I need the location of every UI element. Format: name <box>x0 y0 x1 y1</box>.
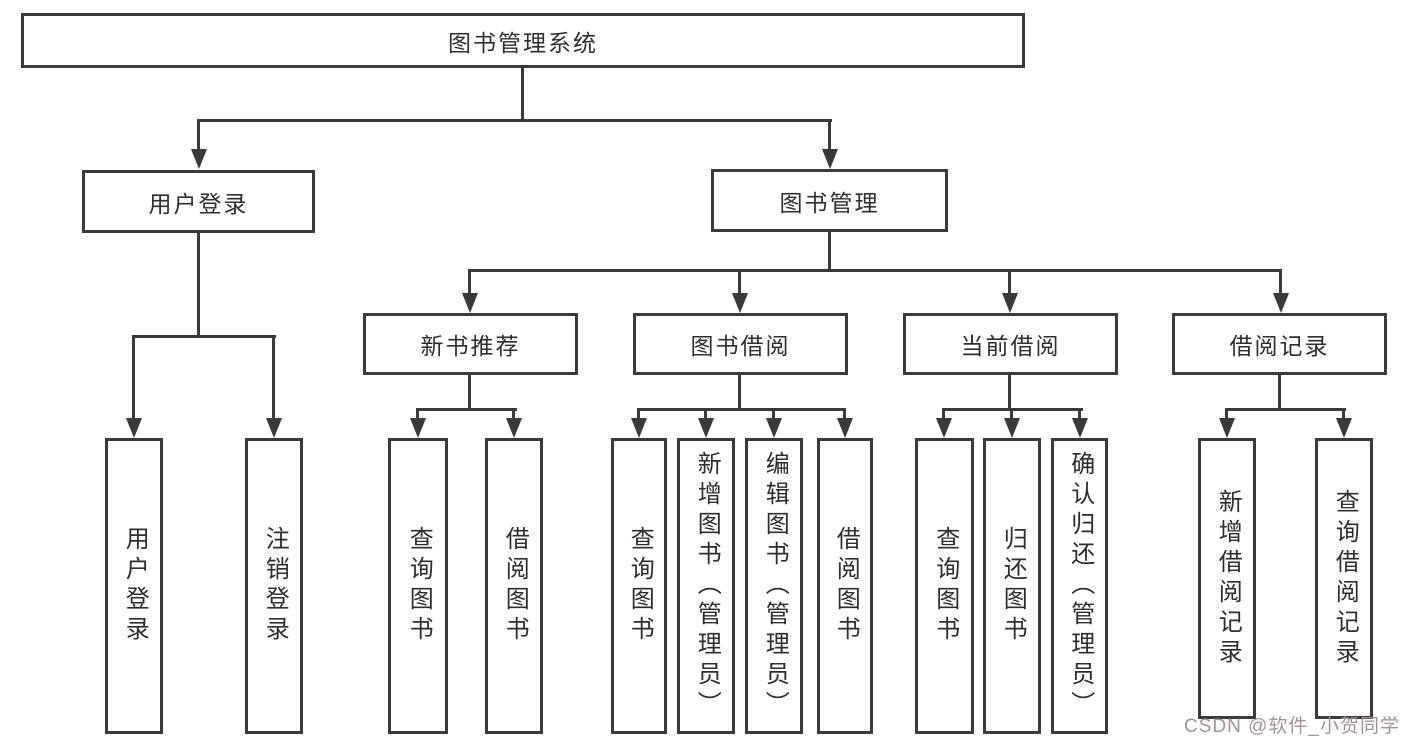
node-label: 新增借阅记录 <box>1214 488 1242 669</box>
leaf-add-borrow-record: 新增借阅记录 <box>1198 438 1256 719</box>
node-label: 注销登录 <box>261 526 289 646</box>
leaf-logout: 注销登录 <box>245 438 303 734</box>
connector-line <box>132 335 276 338</box>
connector-line <box>637 408 846 411</box>
leaf-borrow-books-recommend: 借阅图书 <box>485 438 543 734</box>
connector-line <box>942 408 945 422</box>
node-label: 用户登录 <box>148 190 249 217</box>
connector-line <box>704 408 707 422</box>
connector-line <box>416 408 419 422</box>
node-label: 图书管理系统 <box>448 29 598 56</box>
connector-line <box>468 375 471 411</box>
connector-arrowhead <box>191 149 207 169</box>
connector-line <box>1279 269 1282 295</box>
connector-line <box>1278 375 1281 411</box>
connector-line <box>1225 408 1346 411</box>
node-label: 查询图书 <box>405 526 433 646</box>
connector-arrowhead <box>126 418 142 438</box>
node-current-borrowing: 当前借阅 <box>903 313 1118 375</box>
connector-arrowhead <box>732 293 748 313</box>
connector-arrowhead <box>1219 418 1235 438</box>
connector-line <box>197 119 832 122</box>
connector-arrowhead <box>822 149 838 169</box>
connector-line <box>521 68 524 122</box>
leaf-query-books-borrowing: 查询图书 <box>611 438 667 734</box>
node-label: 当前借阅 <box>960 333 1061 359</box>
connector-line <box>512 408 515 422</box>
node-label: 借阅图书 <box>832 526 860 646</box>
connector-line <box>1008 269 1011 295</box>
node-new-book-recommend: 新书推荐 <box>363 313 578 375</box>
node-label: 借阅记录 <box>1229 333 1330 359</box>
connector-arrowhead <box>1002 293 1018 313</box>
node-book-management: 图书管理 <box>711 169 948 232</box>
connector-arrowhead <box>1336 418 1352 438</box>
connector-line <box>1225 408 1228 422</box>
leaf-query-books-current: 查询图书 <box>915 438 974 734</box>
node-label: 图书借阅 <box>690 333 791 359</box>
leaf-borrow-books-borrowing: 借阅图书 <box>817 438 873 734</box>
connector-line <box>738 269 741 295</box>
connector-arrowhead <box>1072 418 1088 438</box>
connector-line <box>1342 408 1345 422</box>
connector-arrowhead <box>1273 293 1289 313</box>
leaf-return-books: 归还图书 <box>983 438 1041 734</box>
connector-arrowhead <box>410 418 426 438</box>
connector-line <box>272 335 275 420</box>
connector-line <box>468 269 471 295</box>
node-user-login: 用户登录 <box>82 170 315 233</box>
connector-arrowhead <box>936 418 952 438</box>
leaf-edit-books-admin: 编辑图书（管理员） <box>745 438 803 734</box>
connector-line <box>468 269 1282 272</box>
connector-line <box>828 119 831 151</box>
connector-line <box>637 408 640 422</box>
connector-line <box>1078 408 1081 422</box>
connector-line <box>828 232 831 272</box>
leaf-user-login: 用户登录 <box>105 438 163 734</box>
node-label: 新书推荐 <box>420 333 521 359</box>
connector-arrowhead <box>462 293 478 313</box>
node-label: 编辑图书（管理员） <box>761 451 789 721</box>
connector-line <box>738 375 741 411</box>
node-book-borrowing: 图书借阅 <box>633 313 848 375</box>
connector-arrowhead <box>766 418 782 438</box>
connector-line <box>1008 375 1011 411</box>
connector-arrowhead <box>266 418 282 438</box>
node-label: 查询图书 <box>626 526 654 646</box>
leaf-add-books-admin: 新增图书（管理员） <box>677 438 735 734</box>
connector-arrowhead <box>837 418 853 438</box>
node-label: 借阅图书 <box>501 526 529 646</box>
node-label: 归还图书 <box>999 526 1027 646</box>
csdn-watermark: CSDN @软件_小贺同学 <box>1184 716 1400 737</box>
connector-line <box>416 408 517 411</box>
connector-line <box>132 335 135 420</box>
connector-line <box>1010 408 1013 422</box>
connector-arrowhead <box>631 418 647 438</box>
node-label: 查询借阅记录 <box>1331 488 1359 669</box>
connector-arrowhead <box>506 418 522 438</box>
leaf-confirm-return-admin: 确认归还（管理员） <box>1051 438 1108 734</box>
leaf-query-books-recommend: 查询图书 <box>388 438 448 734</box>
node-borrowing-records: 借阅记录 <box>1172 313 1387 375</box>
node-label: 用户登录 <box>121 526 149 646</box>
node-root-library-system: 图书管理系统 <box>21 13 1025 68</box>
node-label: 新增图书（管理员） <box>693 451 721 721</box>
connector-arrowhead <box>1004 418 1020 438</box>
node-label: 确认归还（管理员） <box>1066 451 1094 721</box>
connector-line <box>843 408 846 422</box>
leaf-query-borrow-record: 查询借阅记录 <box>1315 438 1373 719</box>
node-label: 图书管理 <box>779 189 880 216</box>
connector-line <box>197 233 200 338</box>
connector-line <box>772 408 775 422</box>
connector-line <box>197 119 200 151</box>
connector-arrowhead <box>698 418 714 438</box>
node-label: 查询图书 <box>931 526 959 646</box>
